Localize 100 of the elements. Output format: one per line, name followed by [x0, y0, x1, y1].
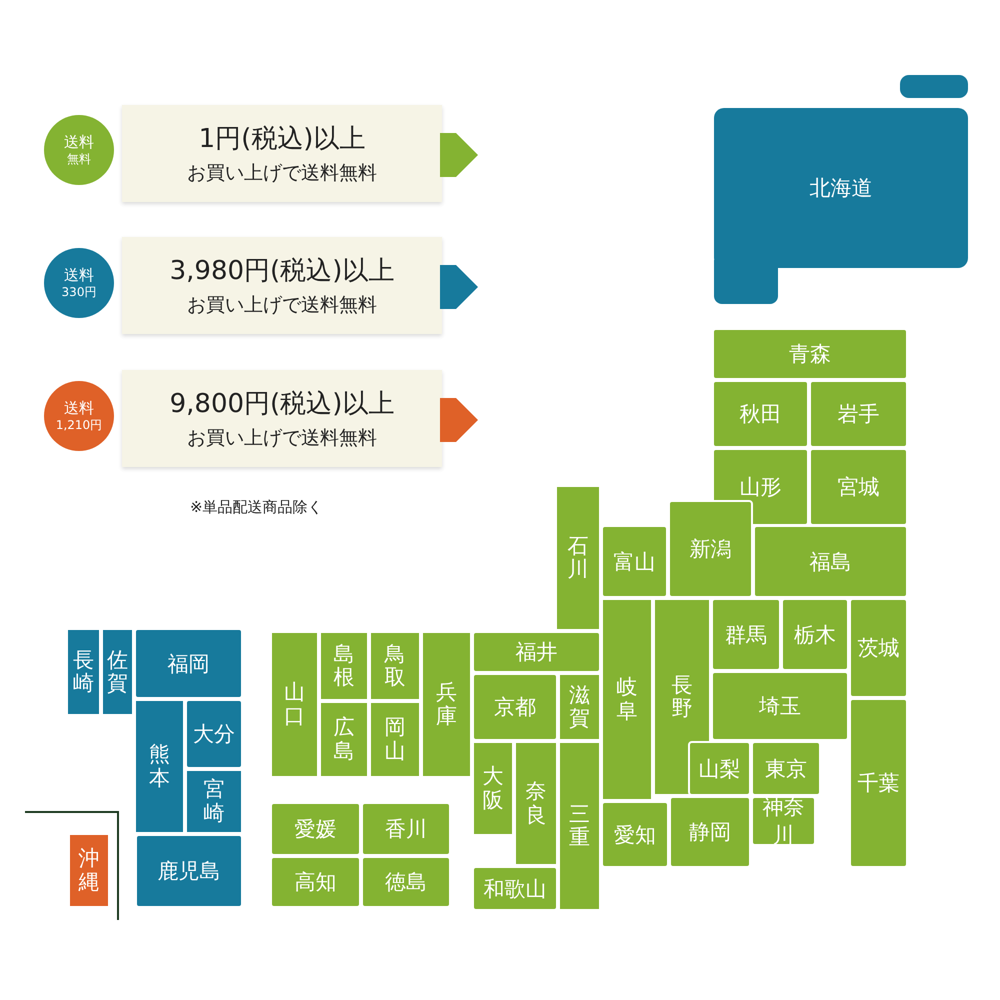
prefecture-block: [134, 628, 243, 699]
prefecture-block: [472, 631, 601, 673]
prefecture-name: 北海道: [810, 175, 872, 202]
prefecture-name: 埼玉: [759, 693, 801, 720]
prefecture-block: [135, 834, 243, 908]
prefecture-name: 宮城: [838, 474, 880, 501]
prefecture-name: 愛媛: [294, 816, 336, 843]
prefecture-name: 徳島: [385, 869, 427, 896]
prefecture-block: [185, 769, 243, 834]
prefecture-name: 千葉: [858, 770, 900, 797]
ribbon-text: 3,980円(税込)以上: [170, 254, 394, 288]
prefecture-block: [134, 699, 185, 834]
prefecture-block: [751, 741, 821, 796]
footnote: ※単品配送商品除く: [190, 498, 323, 517]
prefecture-block: [711, 671, 849, 741]
prefecture-block: [849, 698, 908, 868]
prefecture-name: 神奈川: [762, 794, 806, 849]
prefecture-name: 岡山: [384, 716, 406, 763]
prefecture-name: 大阪: [482, 765, 504, 812]
prefecture-block: [601, 525, 668, 598]
prefecture-block: [849, 598, 908, 698]
prefecture-block: [712, 380, 809, 448]
prefecture-name: 青森: [789, 341, 831, 368]
prefecture-block: [555, 485, 601, 631]
prefecture-block: [270, 631, 319, 778]
prefecture-name: 和歌山: [484, 876, 546, 902]
prefecture-block: [751, 796, 816, 846]
prefecture-block: [421, 631, 472, 778]
prefecture-block: [714, 108, 968, 268]
ribbon-text: お買い上げで送料無料: [187, 292, 377, 318]
prefecture-name: 新潟: [690, 536, 732, 563]
prefecture-block: [601, 598, 653, 801]
badge-text: 送料: [64, 133, 94, 152]
prefecture-block: [558, 741, 601, 911]
prefecture-block: [185, 699, 243, 769]
prefecture-block: [319, 701, 369, 778]
prefecture-block: [688, 741, 751, 796]
prefecture-name: 岐阜: [616, 676, 638, 723]
prefecture-name: 広島: [333, 716, 355, 763]
prefecture-block: [319, 631, 369, 701]
prefecture-name: 秋田: [740, 401, 782, 428]
prefecture-name: 鳥取: [384, 642, 406, 690]
badge-text: 送料: [64, 399, 94, 418]
prefecture-name: 滋賀: [568, 684, 590, 730]
prefecture-name: 大分: [193, 721, 235, 748]
ribbon-text: 1円(税込)以上: [198, 122, 366, 156]
prefecture-name: 山形: [740, 474, 782, 501]
prefecture-block: [361, 856, 451, 908]
prefecture-name: 宮崎: [203, 778, 225, 825]
prefecture-name: 三重: [568, 802, 590, 850]
prefecture-block: [101, 628, 134, 716]
prefecture-block: [270, 856, 361, 908]
prefecture-block: [369, 631, 421, 701]
prefecture-name: 山口: [284, 681, 306, 728]
prefecture-name: 栃木: [794, 622, 836, 648]
prefecture-name: 東京: [765, 756, 807, 782]
prefecture-name: 群馬: [725, 622, 767, 648]
price-ribbon: [122, 105, 442, 202]
prefecture-block: [669, 796, 751, 868]
prefecture-name: 鹿児島: [158, 858, 220, 885]
prefecture-block: [809, 448, 908, 526]
prefecture-name: 岩手: [838, 401, 880, 428]
prefecture-name: 佐賀: [106, 648, 128, 696]
prefecture-block: [66, 628, 101, 716]
prefecture-name: 福井: [516, 639, 558, 666]
prefecture-name: 茨城: [858, 635, 900, 662]
prefecture-block: [753, 525, 908, 598]
ribbon-text: お買い上げで送料無料: [187, 160, 377, 186]
prefecture-block: [601, 801, 669, 868]
prefecture-block: [668, 500, 753, 598]
prefecture-block: [809, 380, 908, 448]
prefecture-block: [558, 673, 601, 741]
prefecture-name: 京都: [494, 694, 536, 721]
prefecture-name: 兵庫: [436, 681, 458, 728]
prefecture-name: 長野: [671, 674, 693, 720]
prefecture-name: 福岡: [168, 650, 210, 678]
prefecture-name: 福島: [810, 548, 852, 576]
ribbon-text: 9,800円(税込)以上: [170, 388, 394, 421]
prefecture-name: 高知: [294, 869, 336, 896]
prefecture-name: 愛知: [614, 822, 656, 848]
badge-text: 330円: [62, 284, 96, 300]
prefecture-name: 富山: [614, 548, 656, 576]
prefecture-block: [711, 598, 781, 671]
prefecture-name: 島根: [333, 642, 355, 690]
prefecture-block: [68, 833, 110, 908]
badge-text: 1,210円: [56, 418, 102, 433]
badge-text: 無料: [67, 152, 91, 167]
prefecture-name: 長崎: [72, 648, 94, 696]
prefecture-name: 熊本: [148, 743, 170, 790]
prefecture-block: [472, 866, 558, 911]
prefecture-block: [270, 802, 361, 856]
prefecture-name: 石川: [567, 534, 589, 582]
prefecture-block: [781, 598, 849, 671]
prefecture-name: 静岡: [689, 819, 731, 846]
prefecture-block: [712, 328, 908, 380]
prefecture-block: [514, 741, 558, 866]
prefecture-block: [472, 741, 514, 836]
ribbon-text: お買い上げで送料無料: [187, 426, 377, 451]
price-ribbon: [122, 370, 442, 467]
prefecture-block: [472, 673, 558, 741]
